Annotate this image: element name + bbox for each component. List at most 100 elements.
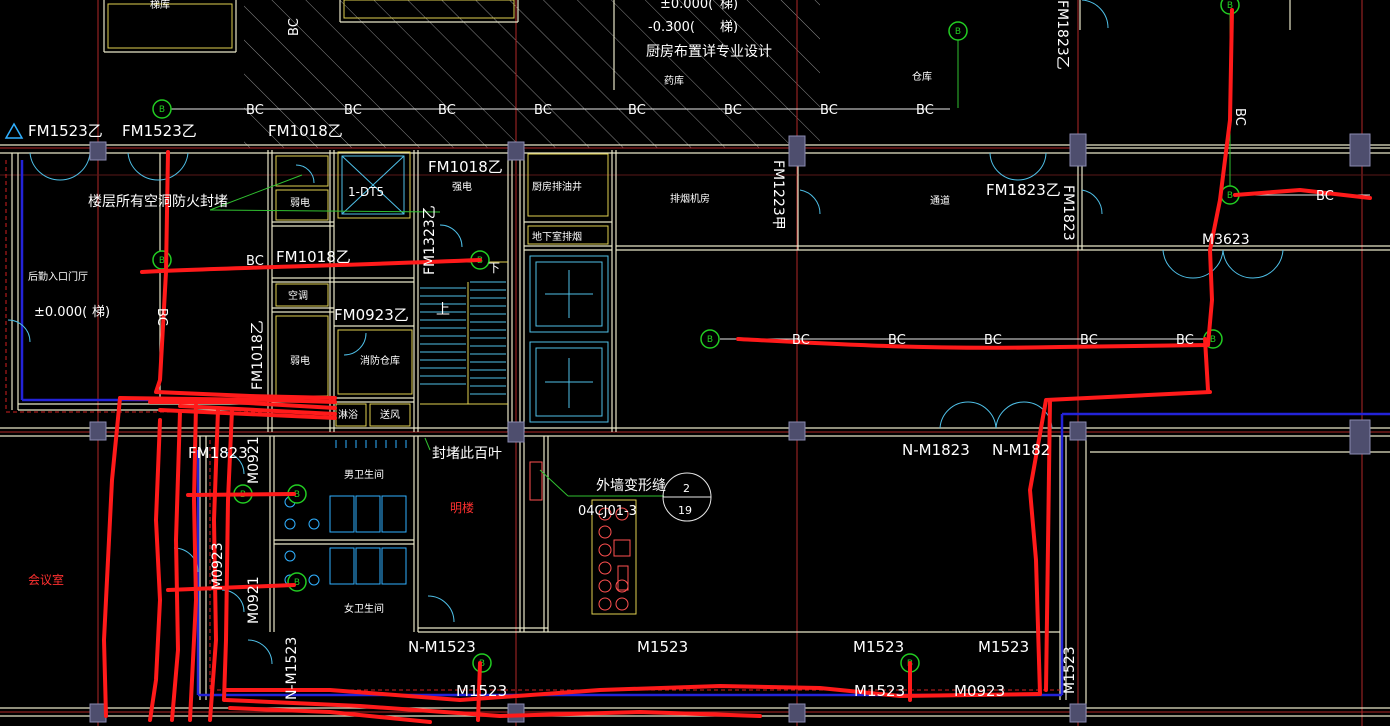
toilet-fixtures: [284, 440, 407, 586]
svg-text:B: B: [159, 105, 165, 115]
bc-label: BC: [724, 103, 742, 118]
room-underground-exhaust: 地下室排烟: [532, 230, 582, 243]
svg-text:B: B: [955, 27, 961, 37]
label-n-m1823-a: N-M1823: [902, 441, 970, 459]
label-elevation-top-2: -0.300(: [648, 20, 695, 35]
label-m3623: M3623: [1202, 232, 1250, 248]
label-elevation-top-2b: 梯): [720, 20, 738, 35]
bc-label: BC: [344, 103, 362, 118]
notes-layer: 楼层所有空洞防火封堵 封堵此百叶 外墙变形缝: [88, 194, 666, 494]
label-fm1823-low: FM1823: [188, 444, 248, 462]
bc-label: BC: [246, 103, 264, 118]
bc-label: BC: [916, 103, 934, 118]
label-detail-num: 2: [683, 482, 690, 495]
bc-label: BC: [820, 103, 838, 118]
room-shower: 淋浴: [338, 408, 358, 421]
label-bc-v1: BC: [287, 18, 302, 36]
room-womens-toilet: 女卫生间: [344, 602, 384, 615]
label-n-m1823-b: N-M182: [992, 441, 1050, 459]
columns: [89, 133, 1371, 723]
label-fm1223-v: FM1223甲: [770, 160, 786, 230]
room-meeting: 会议室: [28, 572, 64, 587]
label-elevation-left: ±0.000(: [34, 305, 87, 320]
label-fm1018-c: FM1018乙: [276, 248, 351, 266]
room-atrium: 梯库: [150, 0, 170, 11]
label-fm1523-b: FM1523乙: [122, 122, 197, 140]
note-expansion: 外墙变形缝: [596, 478, 666, 494]
label-n-m1523-bottom: N-M1523: [408, 638, 476, 656]
label-detail-ref: 04CJ01-3: [578, 504, 637, 519]
label-elevation-top-1b: 梯): [720, 0, 738, 12]
leader-lines: [209, 12, 1231, 497]
room-mens-toilet: 男卫生间: [344, 468, 384, 481]
label-fm1523-a: FM1523乙: [28, 122, 103, 140]
room-air-cond: 空调: [288, 289, 308, 302]
room-kitchen-exhaust: 厨房排油井: [532, 180, 582, 193]
red-markup-strokes: [102, 8, 1372, 724]
doors: [7, 0, 1284, 665]
label-m1523-e: M1523: [854, 682, 905, 700]
label-m0921-a: M0921: [246, 436, 262, 484]
bc-label: BC: [438, 103, 456, 118]
label-stair-down: 下: [488, 261, 500, 275]
sensor-3: [948, 21, 968, 41]
room-corridor: 通道: [930, 194, 950, 207]
label-m0923-v: M0923: [210, 542, 226, 590]
label-elevation-top-1: ±0.000(: [660, 0, 713, 12]
sensor-7: [700, 329, 720, 349]
detail-ref-circle: [662, 472, 712, 522]
label-m1523-a: M1523: [637, 638, 688, 656]
bc-label: BC: [246, 254, 264, 269]
label-m1523-d: M1523: [456, 682, 507, 700]
bc-label: BC: [888, 333, 906, 348]
svg-text:B: B: [479, 659, 485, 669]
room-fan: 排烟机房: [670, 192, 710, 205]
label-m1523-v: M1523: [1062, 646, 1078, 694]
room-storage: 仓库: [912, 70, 932, 83]
room-bright-stair: 明楼: [450, 500, 474, 515]
note-fire-seal: 楼层所有空洞防火封堵: [88, 194, 228, 210]
sensor-1: [152, 99, 172, 119]
label-fm1823-v2: FM1823: [1060, 185, 1076, 241]
bc-label: BC: [534, 103, 552, 118]
svg-text:B: B: [294, 578, 300, 588]
svg-text:B: B: [1227, 1, 1233, 11]
bc-label: BC: [984, 333, 1002, 348]
note-louver: 封堵此百叶: [432, 446, 502, 462]
label-fm0923: FM0923乙: [334, 306, 409, 324]
room-fire-storage: 消防仓库: [360, 354, 400, 367]
room-pharma: 药库: [664, 74, 684, 87]
label-elevation-left-b: 梯): [92, 305, 110, 320]
svg-text:B: B: [159, 256, 165, 266]
inner-yellow-walls: [107, 0, 609, 427]
bc-label: BC: [1080, 333, 1098, 348]
label-fm1018-a: FM1018乙: [268, 122, 343, 140]
label-detail-page: 19: [678, 504, 692, 517]
label-m0923-bottom: M0923: [954, 682, 1005, 700]
room-strong-current: 强电: [452, 180, 472, 193]
north-marker-icon: [4, 122, 24, 139]
label-elevator-id: 1-DT5: [348, 185, 384, 199]
label-kitchen-note: 厨房布置详专业设计: [646, 44, 772, 60]
label-m1523-b: M1523: [853, 638, 904, 656]
kitchen-equipment: [529, 461, 637, 615]
room-weak-current: 弱电: [290, 196, 310, 209]
labels-layer: FM1523乙 FM1523乙 FM1018乙 FM1018乙 FM1018乙 …: [28, 0, 1250, 700]
stair: [420, 281, 506, 395]
room-names: 弱电 强电 厨房排油井 地下室排烟 排烟机房 通道 空调 弱电 消防仓库 淋浴 …: [28, 0, 950, 615]
svg-text:B: B: [707, 335, 713, 345]
label-n-m1523-left: N-M1523: [284, 637, 300, 700]
label-m0921-b: M0921: [246, 576, 262, 624]
bc-label: BC: [1316, 189, 1334, 204]
room-air-supply: 送风: [380, 408, 400, 421]
room-lobby: 后勤入口门厅: [28, 270, 88, 283]
svg-text:B: B: [1227, 191, 1233, 201]
label-bc-v2: BC: [1232, 108, 1247, 126]
bc-labels: BC BC BC BC BC BC BC BC BC BC BC BC BC B…: [246, 103, 1334, 348]
bc-label: BC: [628, 103, 646, 118]
label-fm1323-v: FM1323乙: [422, 205, 438, 275]
room-weak2: 弱电: [290, 354, 310, 367]
label-fm1823-top: FM1823乙: [986, 181, 1061, 199]
